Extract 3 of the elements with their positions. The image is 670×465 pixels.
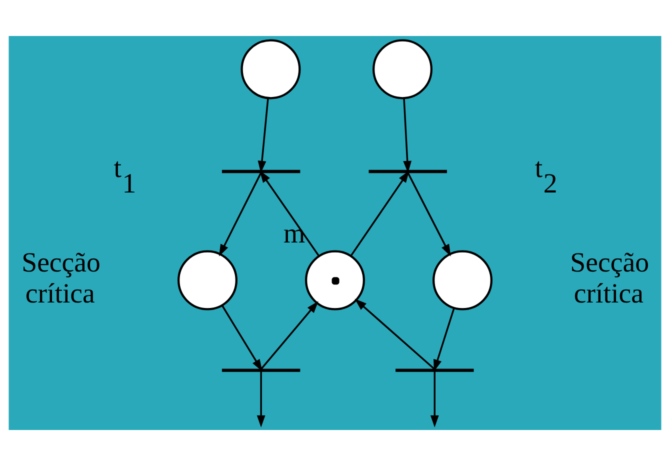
node-label: Secção crítica: [22, 247, 100, 310]
node-label: Secção crítica: [570, 247, 650, 310]
node-label: m: [284, 218, 306, 250]
